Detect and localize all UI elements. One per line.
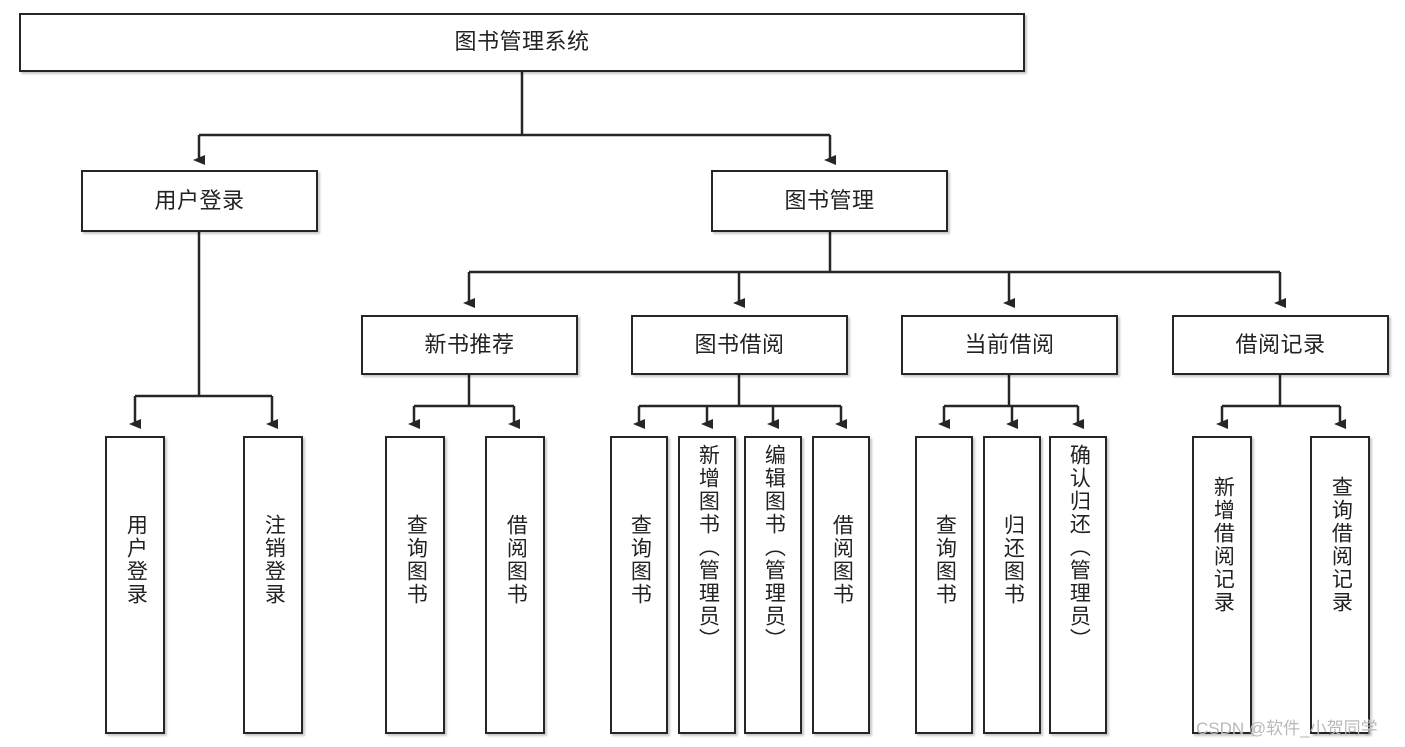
node-book-borrow-label: 图书借阅 [694,331,785,357]
node-leaf-query-record-label: 查询借阅记录 [1329,476,1353,614]
node-leaf-add-record-label: 新增借阅记录 [1211,476,1235,614]
node-user-login[interactable]: 用户登录 [81,170,318,232]
node-leaf-query-book-3[interactable]: 查询图书 [915,436,973,734]
node-leaf-edit-book-label: 编辑图书（管理员） [762,444,786,651]
node-leaf-borrow-book-2-label: 借阅图书 [830,514,854,606]
node-leaf-logout[interactable]: 注销登录 [243,436,303,734]
node-new-book-rec-label: 新书推荐 [424,331,515,357]
node-book-borrow[interactable]: 图书借阅 [631,315,848,375]
node-leaf-logout-label: 注销登录 [262,514,286,606]
node-leaf-return-book[interactable]: 归还图书 [983,436,1041,734]
node-root[interactable]: 图书管理系统 [19,13,1025,72]
node-current-borrow-label: 当前借阅 [964,331,1055,357]
node-book-manage[interactable]: 图书管理 [711,170,948,232]
node-leaf-add-book-label: 新增图书（管理员） [696,444,720,651]
node-leaf-edit-book[interactable]: 编辑图书（管理员） [744,436,802,734]
node-leaf-add-record[interactable]: 新增借阅记录 [1192,436,1252,734]
node-leaf-borrow-book-1-label: 借阅图书 [504,514,528,606]
node-leaf-confirm-return[interactable]: 确认归还（管理员） [1049,436,1107,734]
node-leaf-query-record[interactable]: 查询借阅记录 [1310,436,1370,734]
node-borrow-record[interactable]: 借阅记录 [1172,315,1389,375]
node-leaf-user-login-label: 用户登录 [124,514,148,606]
node-new-book-rec[interactable]: 新书推荐 [361,315,578,375]
node-book-manage-label: 图书管理 [784,187,875,213]
node-leaf-add-book[interactable]: 新增图书（管理员） [678,436,736,734]
node-current-borrow[interactable]: 当前借阅 [901,315,1118,375]
node-leaf-borrow-book-2[interactable]: 借阅图书 [812,436,870,734]
node-leaf-confirm-return-label: 确认归还（管理员） [1067,444,1091,651]
node-borrow-record-label: 借阅记录 [1235,331,1326,357]
node-leaf-query-book-1[interactable]: 查询图书 [385,436,445,734]
node-root-label: 图书管理系统 [454,29,590,55]
node-leaf-user-login[interactable]: 用户登录 [105,436,165,734]
node-leaf-query-book-2[interactable]: 查询图书 [610,436,668,734]
csdn-watermark: CSDN @软件_小贺同学 [1196,719,1378,738]
node-leaf-query-book-2-label: 查询图书 [628,514,652,606]
node-leaf-query-book-1-label: 查询图书 [404,514,428,606]
node-user-login-label: 用户登录 [154,187,245,213]
node-leaf-return-book-label: 归还图书 [1001,514,1025,606]
node-leaf-query-book-3-label: 查询图书 [933,514,957,606]
node-leaf-borrow-book-1[interactable]: 借阅图书 [485,436,545,734]
